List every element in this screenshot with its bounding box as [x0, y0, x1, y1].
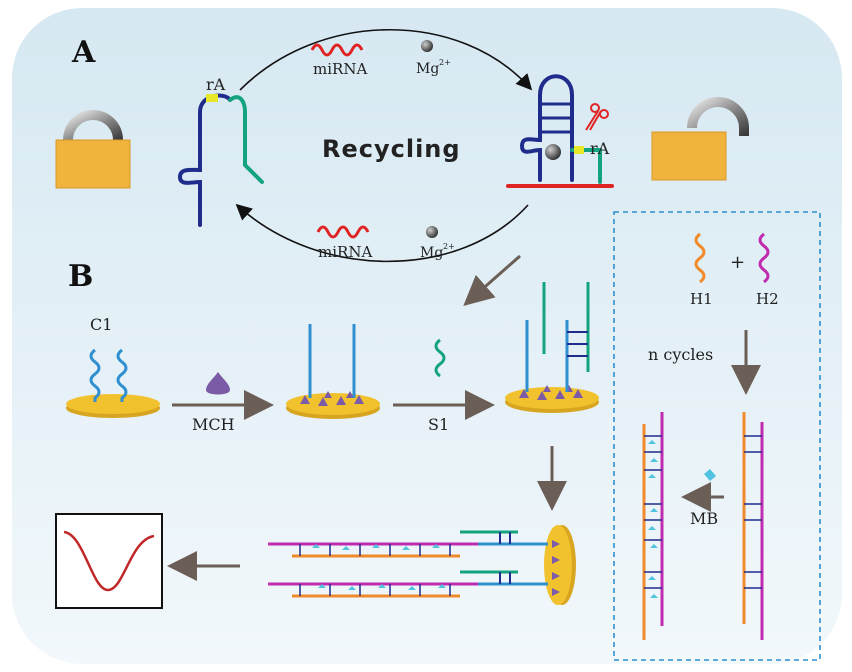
mch-label: MCH — [192, 415, 235, 434]
h1-hairpin-icon — [694, 232, 706, 284]
hcr-inset-box — [613, 211, 821, 661]
dpv-signal-plot — [55, 513, 163, 609]
electrode-1 — [66, 394, 160, 418]
mg-charge-top: 2+ — [439, 58, 451, 67]
s1-strand-icon — [434, 338, 446, 378]
c1-label: C1 — [90, 315, 112, 334]
c1-probe-right — [116, 348, 128, 402]
dnazyme-complex — [506, 74, 614, 188]
panel-b-label: B — [68, 259, 93, 294]
cycle-arrow-bottom — [235, 203, 529, 263]
recycling-label: Recycling — [322, 135, 461, 163]
mirna-wave-icon-top — [310, 43, 364, 57]
mg-label-top: Mg — [416, 61, 439, 77]
transition-arrow-diagonal — [463, 254, 521, 306]
mirna-label-bottom: miRNA — [318, 243, 372, 261]
mirna-label-top: miRNA — [313, 60, 367, 78]
c1-probe-left — [89, 348, 101, 402]
hcr-duplex-left — [642, 412, 664, 640]
ra-label-left: rA — [206, 75, 226, 94]
cycle-arrow-top — [239, 29, 533, 91]
mirna-wave-icon-bottom — [316, 225, 370, 239]
mb-molecule-icon — [704, 469, 716, 481]
s1-label: S1 — [428, 415, 449, 434]
scissors-icon — [585, 103, 609, 131]
mg-ion-icon-bottom — [426, 226, 438, 238]
plus-sign: + — [730, 252, 745, 273]
unlocked-padlock-icon — [651, 97, 749, 181]
h1-label: H1 — [690, 290, 713, 308]
locked-padlock-icon — [55, 110, 131, 189]
mch-drop-icon — [206, 372, 230, 395]
hcr-concatemer-horizontal — [268, 530, 548, 598]
ra-label-right: rA — [590, 139, 610, 158]
mb-label: MB — [690, 509, 718, 528]
panel-a-label: A — [71, 35, 96, 70]
electrode-4 — [544, 525, 576, 605]
n-cycles-label: n cycles — [648, 345, 713, 364]
mg-ion-bound-icon — [545, 144, 561, 160]
mg-ion-icon-top — [421, 40, 433, 52]
left-hairpin-probe — [177, 93, 264, 227]
electrode-2 — [286, 391, 380, 419]
h2-label: H2 — [756, 290, 779, 308]
background-panel — [12, 8, 842, 664]
mg-label-bottom: Mg — [420, 245, 443, 261]
hcr-duplex-right — [742, 412, 764, 640]
h2-hairpin-icon — [758, 232, 770, 284]
mg-charge-bottom: 2+ — [443, 242, 455, 251]
